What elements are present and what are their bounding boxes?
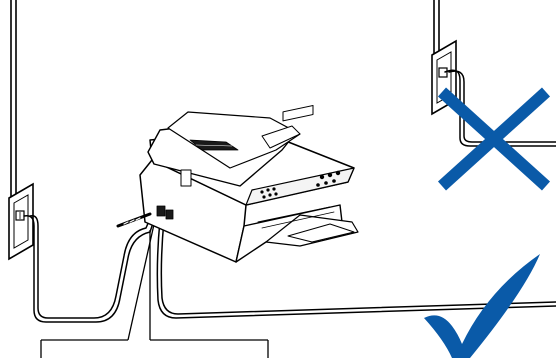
cross-icon (437, 87, 551, 191)
left-callout-leader (127, 219, 156, 341)
right-cord-inner (160, 219, 556, 315)
fax-machine (116, 104, 359, 263)
right-jack-cord (444, 69, 556, 147)
right-jack-cord-inner (448, 70, 556, 143)
left-cord-inner (29, 213, 153, 319)
check-icon (424, 254, 540, 358)
wall-lines (10, 0, 440, 198)
line-cords (23, 69, 556, 323)
left-cord (23, 213, 157, 323)
callout-bracket (40, 219, 269, 358)
right-cord (156, 219, 556, 319)
left-wall-jack (8, 182, 34, 261)
